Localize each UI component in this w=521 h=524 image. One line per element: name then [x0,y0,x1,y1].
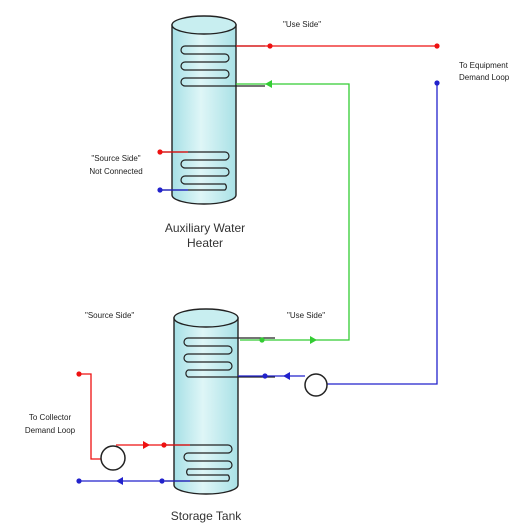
collector-pump-icon [100,445,126,471]
collector-loop-label-2: Demand Loop [25,426,76,435]
collector-supply-pipe [76,371,190,460]
storage-use-coil [183,337,275,378]
flow-arrow-icon [310,336,317,344]
aux-heater-label-1: Auxiliary Water [165,221,245,235]
tank-link-pipe [236,80,350,344]
equipment-loop-label-1: To Equipment [459,61,509,70]
source-side-top-label-2: Not Connected [89,167,142,176]
collector-return-pipe [76,477,190,485]
source-side-bottom-label: "Source Side" [85,311,134,320]
flow-arrow-icon [116,477,123,485]
storage-tank [173,308,239,495]
source-side-top-label-1: "Source Side" [91,154,140,163]
flow-arrow-icon [143,441,150,449]
aux-source-stubs [157,149,188,193]
aux-source-coil [160,151,230,191]
storage-tank-label: Storage Tank [171,509,242,523]
aux-hot-outlet-pipe [236,43,440,49]
aux-use-coil [180,45,265,87]
aux-heater-label-2: Heater [187,236,223,250]
storage-source-coil [165,444,233,482]
collector-loop-label-1: To Collector [29,413,72,422]
use-side-bottom-label: "Use Side" [287,311,325,320]
use-side-top-label: "Use Side" [283,20,321,29]
flow-arrow-icon [265,80,272,88]
flow-arrow-icon [283,372,290,380]
equipment-loop-label-2: Demand Loop [459,73,510,82]
equipment-return-pipe [238,80,440,385]
equipment-pump-icon [304,373,328,397]
